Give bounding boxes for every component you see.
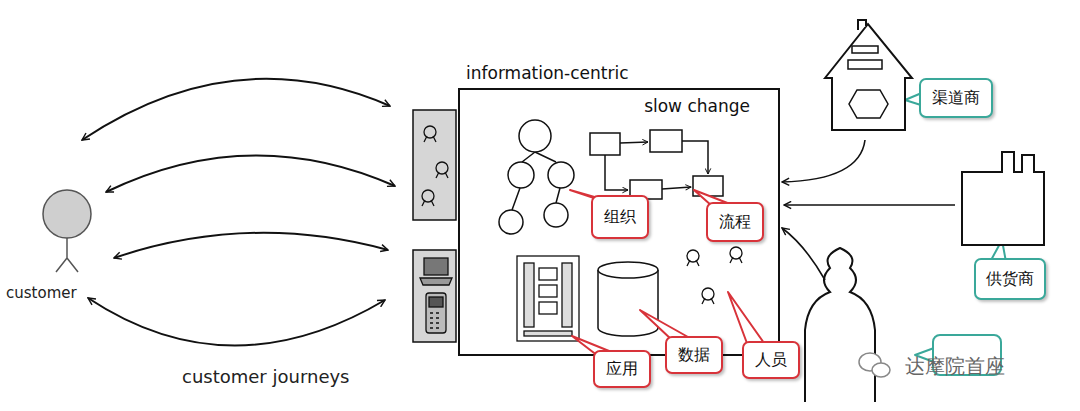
callout-box: 组织 (591, 195, 649, 239)
enterprise-box: information-centricslow change组织流程 (458, 88, 780, 356)
channel-house (852, 46, 878, 53)
callout-tails (728, 292, 764, 346)
process-flow (605, 155, 628, 190)
channel-house (858, 20, 866, 30)
device-icons (420, 258, 452, 333)
device-icons (426, 293, 446, 333)
device-icons (430, 313, 439, 328)
channel-panels (413, 110, 456, 220)
callout-box: 供货商 (974, 258, 1046, 300)
channel-house (825, 24, 912, 130)
people-doodles (436, 162, 448, 174)
process-flow (620, 142, 648, 143)
channel-house (825, 20, 912, 130)
callout-text: 渠道商 (932, 88, 980, 109)
application-icon (517, 256, 579, 341)
org-tree (499, 210, 523, 234)
journey-arcs (106, 155, 395, 192)
process-flow (682, 141, 708, 174)
callout-box: 应用 (593, 350, 651, 388)
callout-tails (570, 92, 1006, 362)
callout-text: 供货商 (986, 269, 1034, 290)
box-note: slow change (644, 96, 750, 116)
process-flow (590, 133, 620, 155)
callout-text: 应用 (606, 359, 638, 380)
figure-label: customer journeys (182, 366, 350, 387)
figure-label: customer (6, 284, 77, 302)
customer-figure (56, 238, 78, 272)
application-icon (524, 263, 534, 327)
callout-box: 流程 (706, 202, 764, 242)
application-icon (539, 285, 557, 297)
people-doodles (424, 136, 436, 142)
callout-box: 人员 (742, 341, 800, 379)
people-doodles (687, 260, 699, 266)
database-cylinder (598, 262, 658, 278)
people-doodles (730, 257, 742, 263)
database-cylinder (598, 270, 658, 336)
device-icons (424, 258, 448, 275)
supplier-factory (962, 152, 1044, 245)
channel-panels (413, 250, 456, 342)
people-doodles (422, 126, 448, 206)
database-cylinder (598, 262, 658, 336)
journey-arcs (82, 79, 390, 140)
callout-text: 组织 (604, 207, 636, 228)
callout-text: 人员 (755, 350, 787, 371)
org-tree (548, 162, 574, 188)
customer-figure (43, 190, 91, 272)
channel-panels (413, 110, 456, 342)
application-icon (524, 331, 572, 336)
box-heading: information-centric (466, 63, 629, 83)
journey-arcs (114, 233, 388, 258)
journey-arcs (88, 298, 385, 346)
dome-building (805, 248, 875, 402)
journey-arcs (82, 79, 395, 346)
org-tree (544, 203, 568, 227)
device-icons (420, 278, 452, 285)
application-icon (539, 268, 557, 280)
callout-text: 流程 (719, 212, 751, 233)
people-doodles (687, 250, 699, 262)
partner-arrows (784, 204, 955, 206)
channel-house (848, 60, 882, 69)
watermark: 达摩院首座 (905, 353, 1005, 380)
customer-figure (43, 190, 91, 238)
people-doodles (424, 126, 436, 138)
people-doodles (730, 247, 742, 259)
process-flow (590, 130, 723, 199)
people-doodles (422, 200, 434, 206)
callout-text: 数据 (678, 345, 710, 366)
org-tree (499, 120, 574, 234)
partner-arrows (782, 140, 955, 280)
people-doodles (687, 247, 742, 304)
people-doodles (436, 172, 448, 178)
org-tree (508, 162, 534, 188)
wechat-icon (859, 353, 890, 377)
supplier-factory (962, 152, 1044, 245)
device-icons (429, 297, 443, 307)
channel-house (849, 90, 888, 118)
org-tree (519, 120, 551, 152)
wechat-icon (872, 363, 890, 377)
partner-arrows (782, 140, 865, 182)
application-icon (562, 263, 572, 327)
callout-box: 数据 (665, 336, 723, 374)
process-flow (650, 130, 682, 152)
people-doodles (702, 298, 714, 304)
dome-building (805, 248, 875, 402)
people-doodles (422, 190, 434, 202)
callout-box: 渠道商 (919, 78, 993, 118)
process-flow (662, 187, 691, 189)
people-doodles (702, 288, 714, 300)
application-icon (517, 256, 579, 341)
application-icon (539, 302, 557, 314)
partner-arrows (782, 228, 825, 280)
